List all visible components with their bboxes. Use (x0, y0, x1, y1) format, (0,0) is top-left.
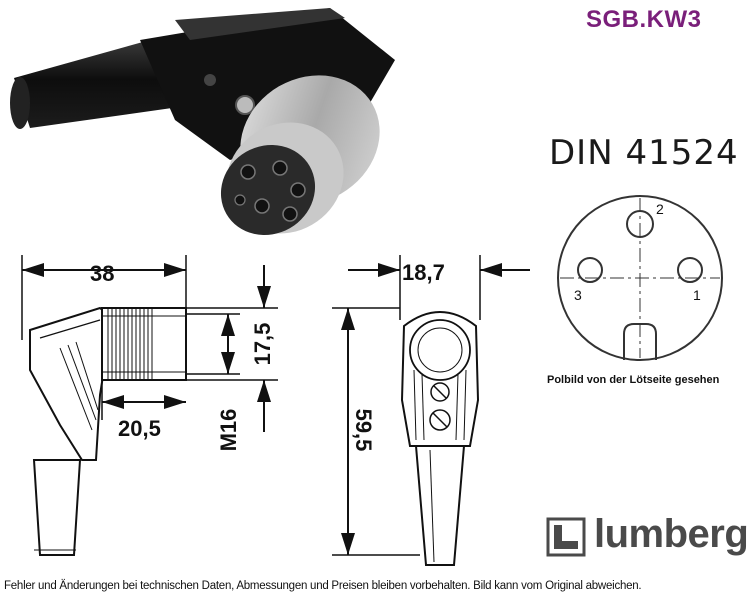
dimension-38: 38 (90, 261, 114, 286)
pin-diagram-outline (557, 195, 723, 361)
pin-label-3: 3 (574, 287, 582, 303)
product-code: SGB.KW3 (586, 6, 702, 33)
lumberg-logo-icon (546, 517, 586, 557)
pin-diagram-caption: Polbild von der Lötseite gesehen (547, 374, 720, 386)
product-photo (10, 8, 395, 236)
pin-1 (677, 257, 703, 283)
dimension-59-5: 59,5 (351, 409, 376, 452)
din-standard-title: DIN 41524 (549, 133, 739, 173)
pin-3 (577, 257, 603, 283)
pin-2 (626, 210, 654, 238)
dimension-m16: M16 (216, 409, 241, 452)
footer-disclaimer: Fehler und Änderungen bei technischen Da… (4, 580, 642, 592)
pin-label-2: 2 (656, 201, 664, 217)
front-view-drawing: 18,7 59,5 (332, 255, 530, 566)
dimension-17-5: 17,5 (250, 323, 275, 366)
side-view-drawing: 38 20,5 17,5 M16 (21, 255, 278, 556)
dimension-18-7: 18,7 (402, 260, 445, 285)
brand-name: lumberg (594, 512, 749, 556)
dimension-20-5: 20,5 (118, 416, 161, 441)
pin-diagram: 2 3 1 (557, 195, 723, 361)
key-notch (623, 323, 657, 360)
pin-label-1: 1 (693, 287, 701, 303)
